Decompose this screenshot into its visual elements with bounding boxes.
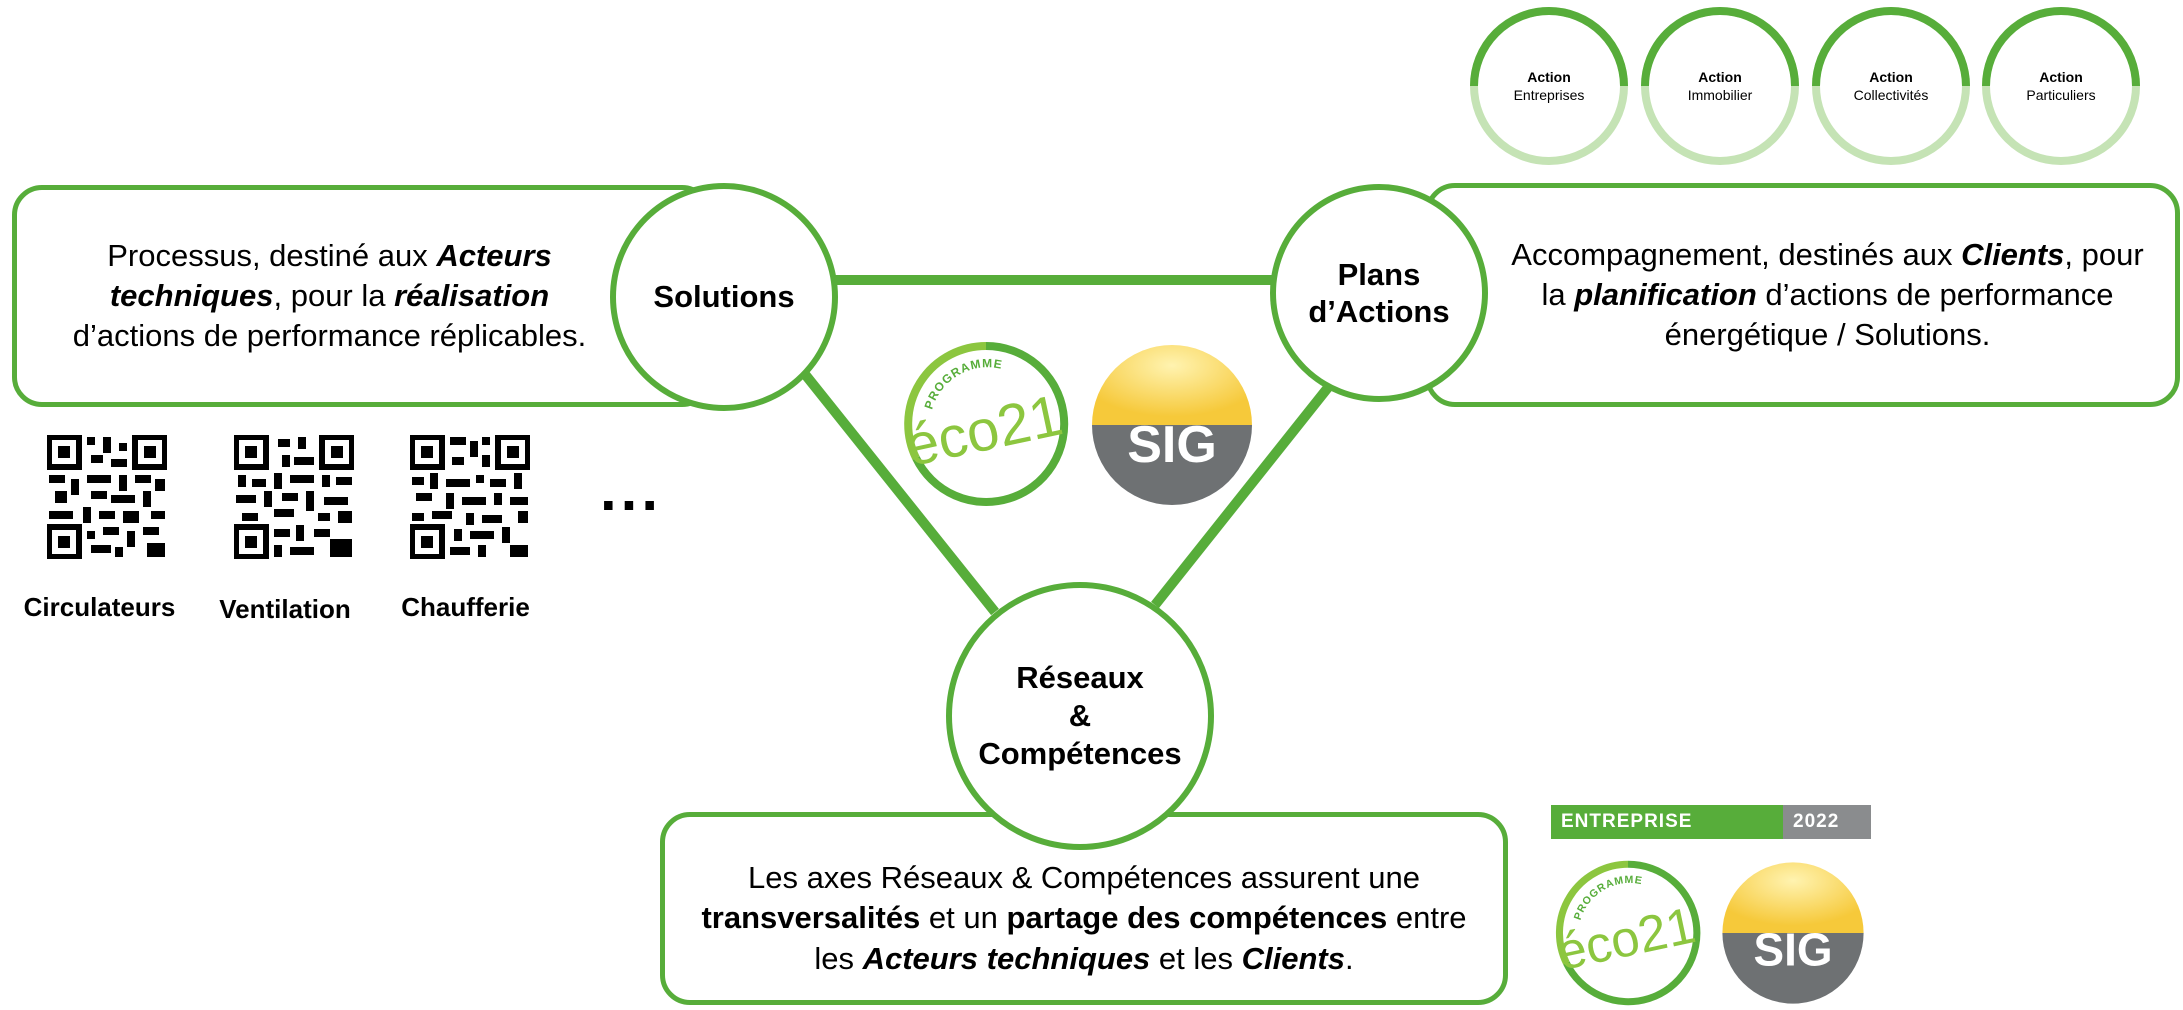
svg-text:SIG: SIG (1753, 924, 1832, 976)
eco21-logo: PROGRAMME éco21 (902, 341, 1069, 506)
action-subtitle: Immobilier (1687, 87, 1753, 104)
action-subtitle: Collectivités (1853, 87, 1929, 104)
action-title: Action (2039, 69, 2083, 85)
badge-label: ENTREPRISE ENGAGÉE (1551, 805, 1783, 866)
qr-label-circulateurs: Circulateurs (23, 592, 176, 622)
action-subtitle: Particuliers (2026, 87, 2096, 104)
sig-logo-small: SIG (1722, 862, 1864, 1004)
ellipsis: ... (600, 456, 663, 523)
qr-code-circulateurs[interactable] (47, 435, 167, 559)
solutions-node[interactable]: Solutions (610, 183, 838, 411)
qr-label-ventilation: Ventilation (219, 594, 351, 624)
qr-code-ventilation[interactable] (234, 435, 354, 559)
badge-year: 2022 (1783, 805, 1871, 839)
reseaux-description: Les axes Réseaux & Compétences assurent … (701, 860, 1467, 976)
reseaux-competences-node[interactable]: Réseaux&Compétences (946, 582, 1214, 850)
entreprise-engagee-badge: ENTREPRISE ENGAGÉE 2022 (1551, 805, 1871, 866)
svg-text:SIG: SIG (1127, 416, 1217, 474)
action-title: Action (1527, 69, 1571, 85)
qr-code-chaufferie[interactable] (410, 435, 530, 559)
solutions-description-box: Processus, destiné aux Acteurs technique… (12, 185, 712, 407)
plans-description: Accompagnement, destinés aux Clients, po… (1511, 236, 2144, 353)
action-title: Action (1869, 69, 1913, 85)
plans-description-box: Accompagnement, destinés aux Clients, po… (1425, 183, 2180, 407)
eco21-logo-small: PROGRAMME éco21 (1554, 860, 1701, 1006)
action-title: Action (1698, 69, 1742, 85)
sig-logo: SIG (1092, 345, 1252, 505)
qr-label-chaufferie: Chaufferie (401, 592, 530, 622)
solutions-description: Processus, destiné aux Acteurs technique… (72, 237, 587, 354)
action-subtitle: Entreprises (1513, 87, 1585, 104)
